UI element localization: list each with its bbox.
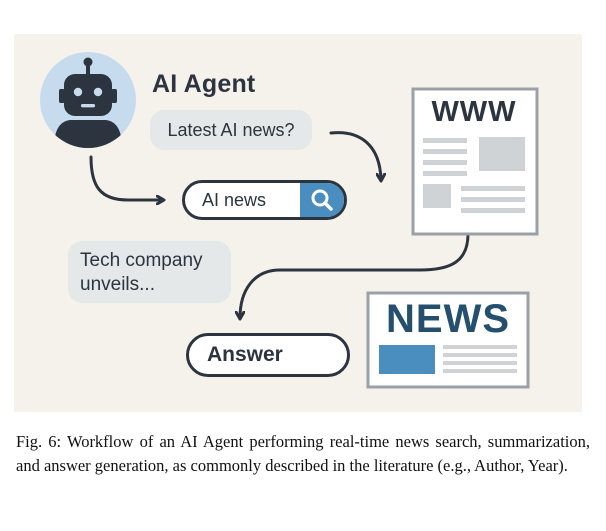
answer-label: Answer (207, 343, 283, 366)
figure-caption: Fig. 6: Workflow of an AI Agent performi… (16, 432, 590, 475)
arrow-agent-to-search (89, 155, 163, 200)
answer-box: Answer (186, 333, 350, 377)
search-button (300, 183, 344, 217)
arrow-query-to-web (329, 131, 381, 180)
summary-line-1: Tech company (80, 250, 203, 271)
www-label: WWW (431, 96, 517, 128)
webpage-icon (411, 87, 539, 236)
arrow-web-to-answer (240, 232, 470, 318)
search-icon (311, 189, 333, 211)
query-bubble: Latest AI news? (150, 110, 312, 150)
search-bar: AI news (182, 180, 347, 220)
news-label: NEWS (386, 297, 510, 341)
agent-title: AI Agent (152, 70, 256, 98)
robot-icon (40, 52, 136, 148)
summary-line-2: unveils... (80, 274, 155, 295)
newspaper-icon (366, 291, 530, 389)
summary-bubble: Tech company unveils... (68, 241, 231, 303)
search-text: AI news (202, 190, 267, 210)
